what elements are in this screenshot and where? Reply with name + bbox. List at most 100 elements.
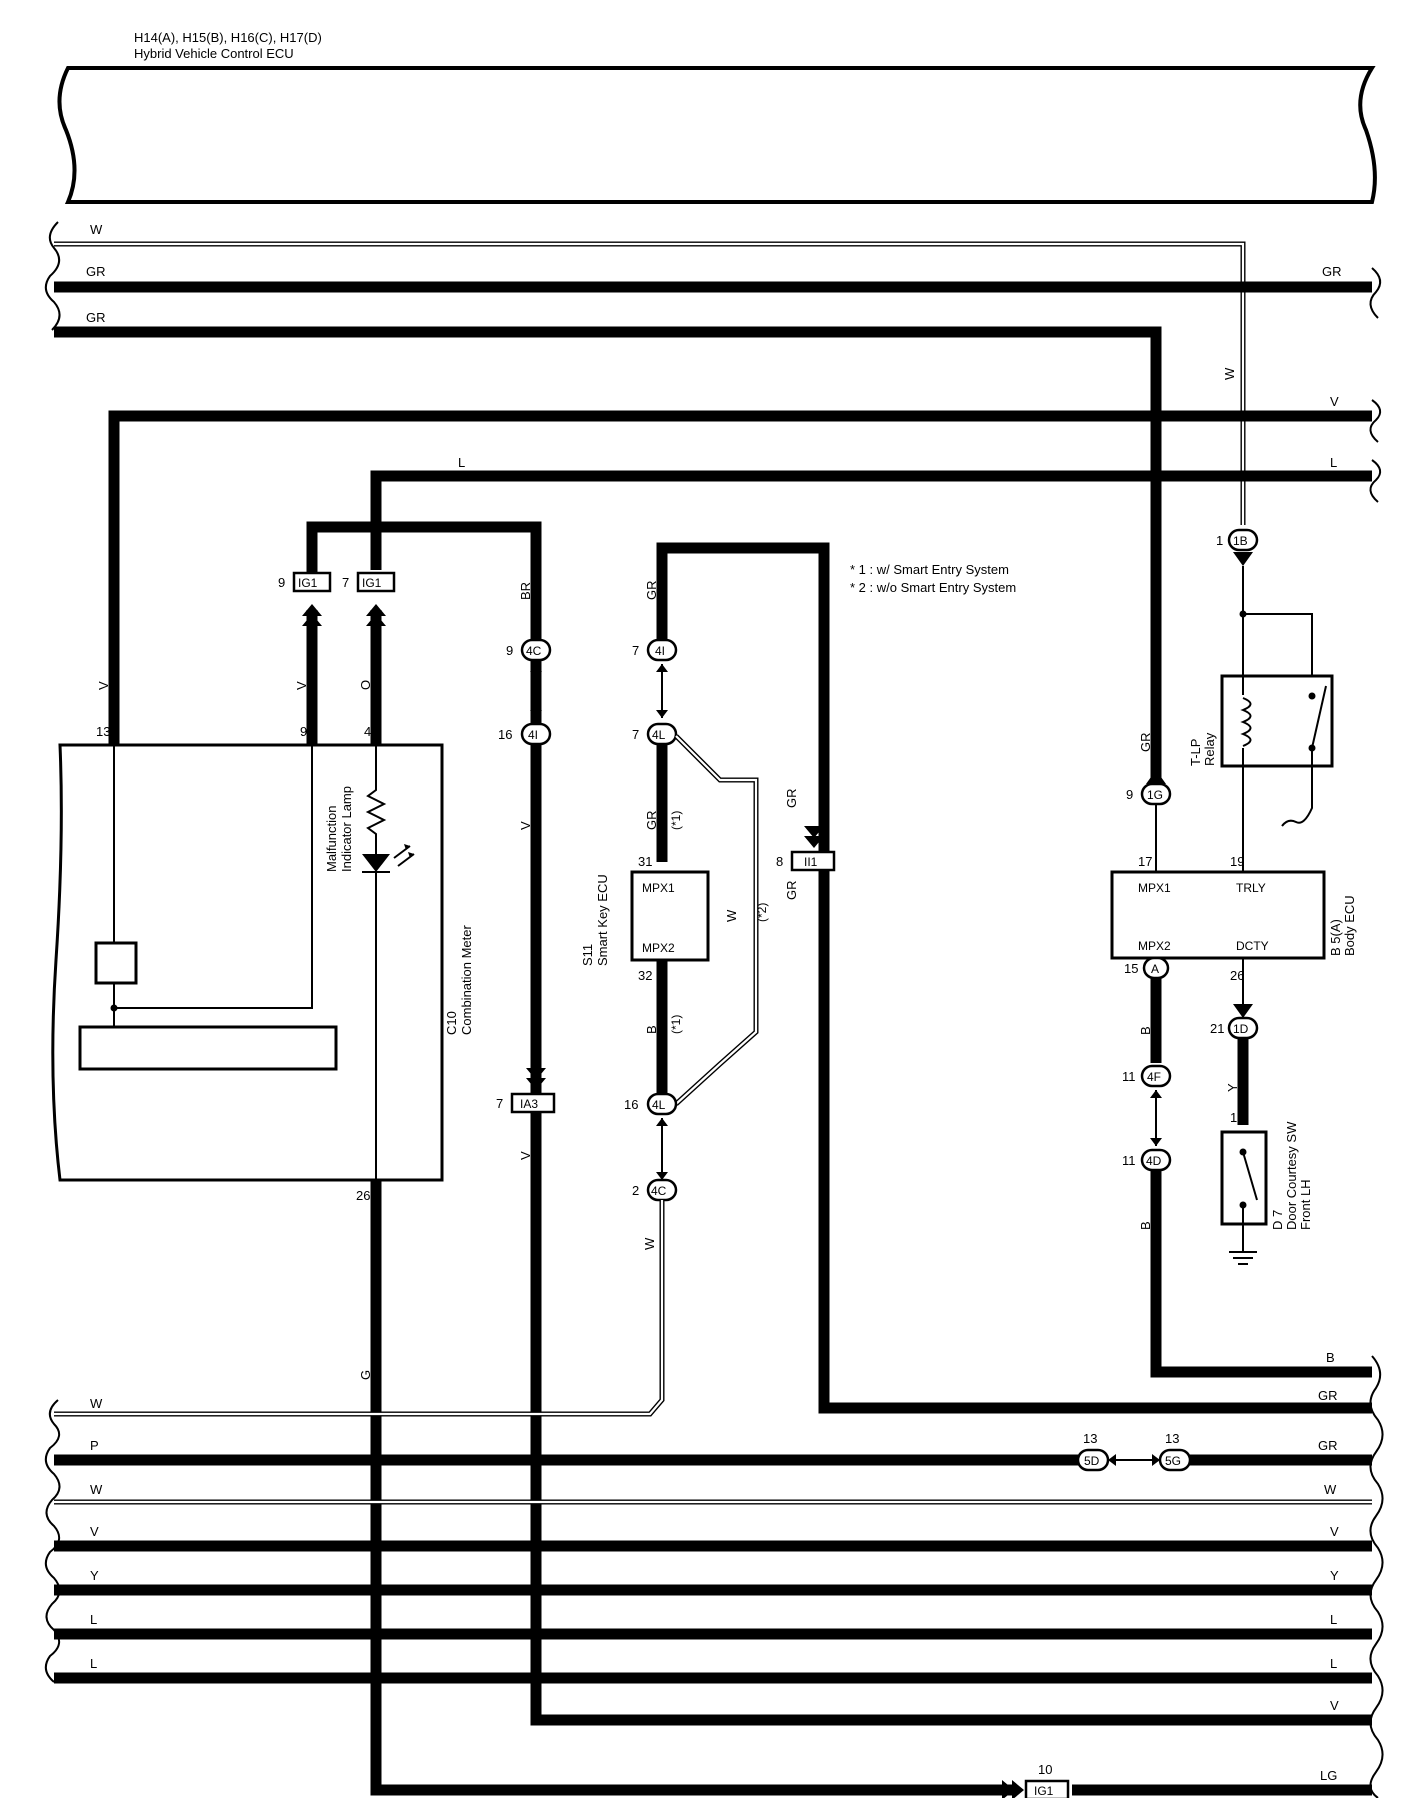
body-ecu: MPX1 TRLY MPX2 DCTY xyxy=(1110,870,1326,960)
label-v-ia3: V xyxy=(518,1151,533,1160)
connector-4f-label: 4F xyxy=(1147,1070,1161,1084)
ecu-title-line2: Hybrid Vehicle Control ECU xyxy=(134,46,294,61)
pin-16-4l: 16 xyxy=(624,1097,638,1112)
label-top-w: W xyxy=(90,222,103,237)
pin-7-ia3: 7 xyxy=(496,1096,503,1111)
pin-13-5g: 13 xyxy=(1165,1431,1179,1446)
body-ecu-pin-mpx1: MPX1 xyxy=(1138,881,1171,895)
label-gr-ii1-bot: GR xyxy=(784,881,799,901)
connector-1g-label: 1G xyxy=(1147,788,1163,802)
hybrid-ecu-body xyxy=(57,66,1377,204)
body-ecu-pin-trly: TRLY xyxy=(1236,881,1266,895)
arrow-up-icon xyxy=(302,604,386,626)
connector-4i-7-label: 4I xyxy=(655,644,665,658)
label-top-gr1-right: GR xyxy=(1322,264,1342,279)
connector-ig1-9-label: IG1 xyxy=(298,576,318,590)
mil-label-line2: Indicator Lamp xyxy=(339,786,354,872)
pin-26: 26 xyxy=(356,1188,370,1203)
label-gr-right1: GR xyxy=(1318,1388,1338,1403)
pin-2-4c: 2 xyxy=(632,1183,639,1198)
connector-4c-9 xyxy=(520,638,552,662)
connector-ii1-label: II1 xyxy=(804,855,818,869)
label-w-left2: W xyxy=(90,1482,103,1497)
tlp-relay xyxy=(1220,674,1334,827)
pin-1-1b: 1 xyxy=(1216,533,1223,548)
label-lg-right: LG xyxy=(1320,1768,1337,1783)
break-mark-top-left xyxy=(44,221,61,331)
label-w-bot: W xyxy=(642,1237,657,1250)
label-top-gr1: GR xyxy=(86,264,106,279)
label-l-right: L xyxy=(1330,455,1337,470)
label-gr-right2: GR xyxy=(1318,1438,1338,1453)
break-mark-top-right xyxy=(1369,267,1382,319)
label-y-left: Y xyxy=(90,1568,99,1583)
label-w-left: W xyxy=(90,1396,103,1411)
sk-code: S11 xyxy=(580,944,595,966)
label-v-right3: V xyxy=(1330,1698,1339,1713)
wire-br-v xyxy=(306,521,542,1095)
label-v-left: V xyxy=(96,681,111,690)
connector-4i-7 xyxy=(646,638,678,662)
led-icon xyxy=(362,854,390,872)
pin-17: 17 xyxy=(1138,854,1152,869)
wire-o-g xyxy=(370,610,1012,1796)
label-gr-top: GR xyxy=(644,581,659,601)
label-v-right2: V xyxy=(1330,1524,1339,1539)
body-ecu-name: Body ECU xyxy=(1342,895,1357,956)
label-b-right: B xyxy=(1326,1350,1335,1365)
connector-5g xyxy=(1158,1448,1192,1472)
pin-13-5d: 13 xyxy=(1083,1431,1097,1446)
label-b-a: B xyxy=(1138,1026,1153,1035)
label-x1a: (*1) xyxy=(669,811,683,830)
break-mark-v xyxy=(1369,399,1382,443)
label-b-sk: B xyxy=(644,1025,659,1034)
sk-pin-mpx2: MPX2 xyxy=(642,941,675,955)
label-v-mid: V xyxy=(518,821,533,830)
wire-v-meter xyxy=(108,410,1372,745)
connector-4i-16 xyxy=(520,722,552,746)
connector-ig1-7-label: IG1 xyxy=(362,576,382,590)
label-gr-1g: GR xyxy=(1138,733,1153,753)
relay-switch-icon xyxy=(1311,685,1327,749)
label-l-right1: L xyxy=(1330,1612,1337,1627)
label-l-right2: L xyxy=(1330,1656,1337,1671)
body-ecu-code: B 5(A) xyxy=(1328,919,1343,956)
label-gr-sk: GR xyxy=(644,811,659,831)
connector-ig1-9 xyxy=(292,571,332,593)
connector-4l-16-label: 4L xyxy=(652,1098,666,1112)
label-v-right: V xyxy=(1330,394,1339,409)
door-courtesy-switch xyxy=(1220,1130,1268,1265)
label-x1b: (*1) xyxy=(669,1015,683,1034)
pin-9-meter: 9 xyxy=(300,724,307,739)
label-w-x2: W xyxy=(724,909,739,922)
connector-4f xyxy=(1140,1064,1172,1088)
meter-name: Combination Meter xyxy=(459,925,474,1035)
relay-coil-icon xyxy=(1240,697,1252,747)
connector-4c-9-label: 4C xyxy=(526,644,542,658)
pin-10: 10 xyxy=(1038,1762,1052,1777)
body-ecu-pin-mpx2: MPX2 xyxy=(1138,939,1171,953)
wire-w-bottom xyxy=(54,1200,665,1417)
label-l-left1: L xyxy=(90,1612,97,1627)
meter-display-bar xyxy=(78,1025,338,1071)
wire-w-bypass xyxy=(674,734,759,1106)
label-g: G xyxy=(358,1370,373,1380)
label-y-right: Y xyxy=(1330,1568,1339,1583)
connector-5d-label: 5D xyxy=(1084,1454,1100,1468)
connector-4l-7 xyxy=(646,722,678,746)
label-p: P xyxy=(90,1438,99,1453)
pin-13: 13 xyxy=(96,724,110,739)
wire-v-bottom xyxy=(530,1112,1372,1726)
connector-4c-2-label: 4C xyxy=(651,1184,667,1198)
relay-label-line1: T-LP xyxy=(1188,739,1203,766)
wire-l-meter xyxy=(370,470,1372,570)
label-l-top: L xyxy=(458,455,465,470)
arrow-right-icon xyxy=(1002,1780,1024,1798)
label-v-ig1: V xyxy=(294,681,309,690)
connector-4l-7-label: 4L xyxy=(652,728,666,742)
wire-top-gr2 xyxy=(54,326,1162,780)
pin-15: 15 xyxy=(1124,961,1138,976)
pin-9-4c: 9 xyxy=(506,643,513,658)
wire-b-4d xyxy=(1150,1170,1372,1378)
